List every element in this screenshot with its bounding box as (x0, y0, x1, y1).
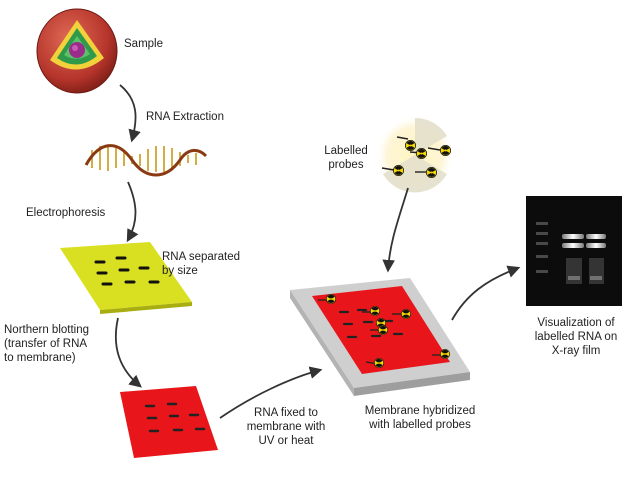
label-line: with labelled probes (369, 419, 471, 431)
label-line: Labelled (324, 145, 368, 157)
label-line: UV or heat (258, 435, 314, 447)
label-sample-text: Sample (124, 38, 163, 50)
label-labelled-probes: Labelled probes (316, 144, 376, 172)
label-line: RNA fixed to (254, 407, 318, 419)
label-line: Membrane hybridized (364, 405, 476, 417)
label-line: (transfer of RNA (4, 338, 88, 350)
xray-film (526, 196, 622, 306)
label-rna-extraction: RNA Extraction (146, 110, 224, 124)
hybridization-tray (290, 278, 470, 396)
label-rna-extraction-text: RNA Extraction (146, 111, 224, 123)
arrow-membrane-to-tray (219, 366, 323, 419)
rna-strand (84, 144, 208, 177)
sample-cell (36, 8, 118, 94)
rna-membrane (120, 386, 218, 458)
label-electrophoresis: Electrophoresis (26, 206, 105, 220)
arrow-tray-to-film (451, 265, 521, 321)
electrophoresis-gel (60, 242, 192, 314)
arrow-gel-to-membrane (114, 317, 142, 388)
arrow-sample-to-rna (119, 84, 141, 143)
label-northern-blotting: Northern blotting (transfer of RNA to me… (4, 323, 89, 365)
arrow-probes-to-tray (382, 187, 409, 273)
label-line: to membrane) (4, 352, 76, 364)
process-arrows (114, 84, 521, 419)
arrow-rna-to-gel (126, 181, 139, 243)
label-line: labelled RNA on (534, 331, 618, 343)
label-sample: Sample (124, 37, 163, 51)
label-rna-separated: RNA separated by size (162, 250, 240, 278)
label-line: RNA separated (162, 251, 240, 263)
label-visualization: Visualization of labelled RNA on X-ray f… (524, 316, 628, 358)
label-line: by size (162, 265, 198, 277)
label-line: membrane with (246, 421, 326, 433)
label-electrophoresis-text: Electrophoresis (26, 207, 106, 219)
label-line: probes (328, 159, 364, 171)
label-line: Visualization of (537, 317, 615, 329)
label-rna-fixed: RNA fixed to membrane with UV or heat (240, 406, 332, 448)
label-membrane-hybridized: Membrane hybridized with labelled probes (356, 404, 484, 432)
label-line: Northern blotting (4, 324, 90, 336)
probe-source (375, 115, 455, 195)
label-line: X-ray film (551, 345, 601, 357)
